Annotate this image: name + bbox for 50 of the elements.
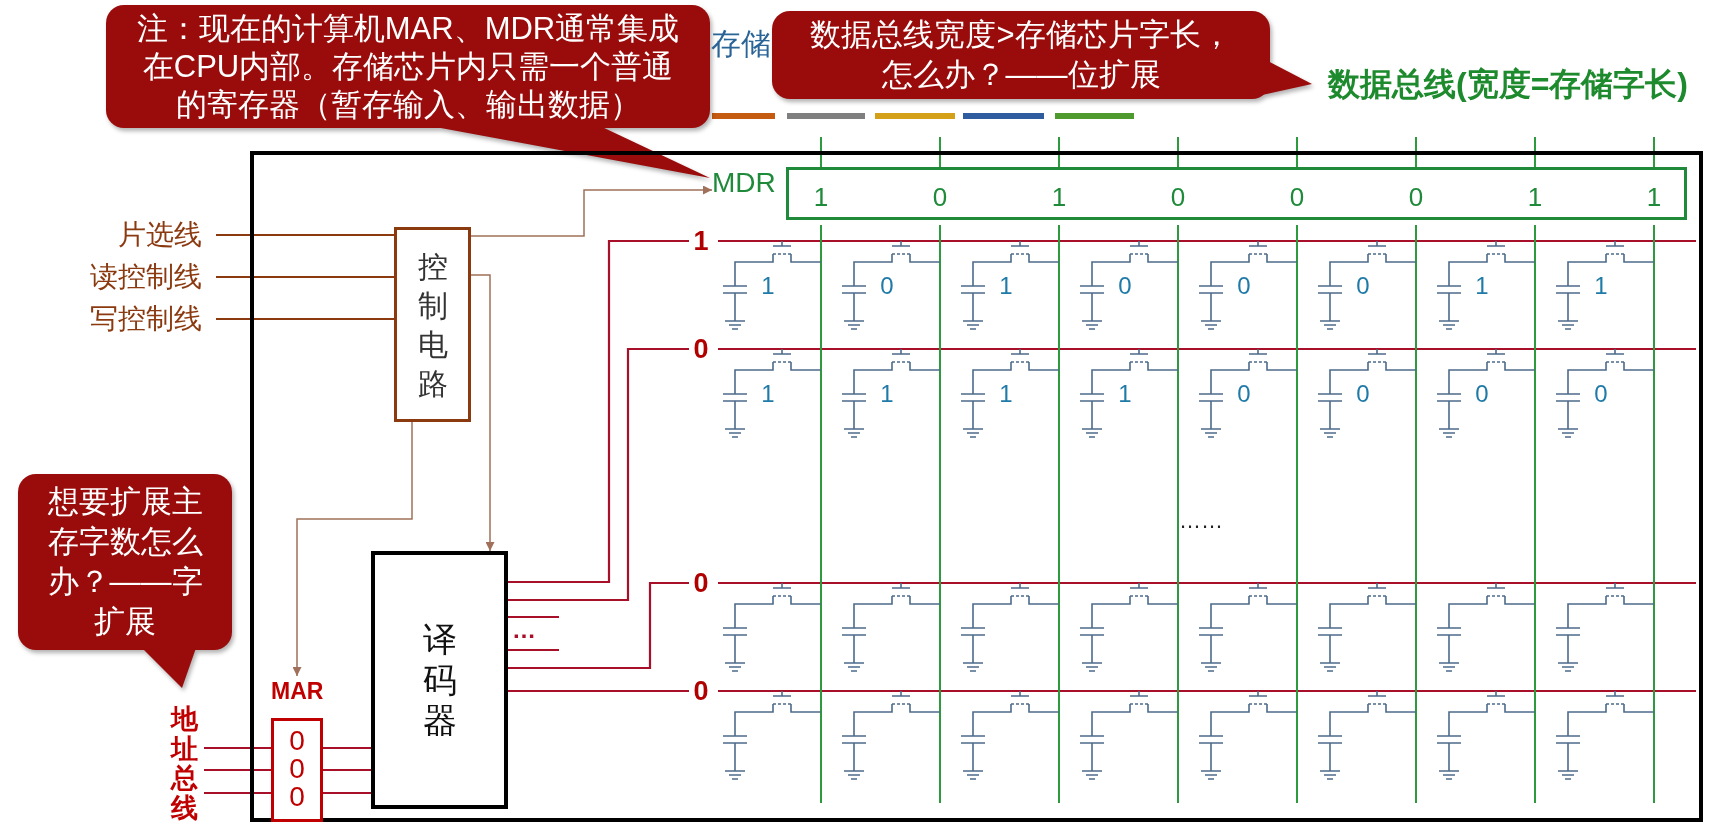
bit-digit: 0 [1408,182,1424,212]
bus-caption: 数据总线(宽度=存储字长) [1328,65,1688,104]
signal-line [1296,136,1298,168]
signal-line [820,136,822,168]
signal-line [1177,136,1179,168]
signal-line [323,791,371,795]
bit-digit: 1 [1646,182,1662,212]
signal-name: 读控制线 [60,259,216,295]
signal-line [508,239,689,584]
signal-line [508,615,559,619]
signal-line [204,791,271,795]
arrow [292,421,413,677]
signal-line [204,746,271,750]
signal-line [216,275,394,279]
signal-name: 片选线 [60,217,216,253]
bit-digit: 0 [932,182,948,212]
ellipsis: … [512,615,536,645]
signal-line [1534,136,1536,168]
arrow [470,185,713,237]
word-line-value: 0 [689,569,713,597]
bus-name: 地址总线 [164,705,204,825]
bit-digit: 1 [813,182,829,212]
bit-digit: 1 [1527,182,1543,212]
bit-digit: 0 [1289,182,1305,212]
signal-line [204,768,271,772]
signal-line [323,746,371,750]
signal-line [216,233,394,237]
signal-line [939,136,941,168]
signal-line [323,768,371,772]
signal-line [1058,136,1060,168]
signal-line [508,689,689,693]
signal-line [216,317,394,321]
signal-line [1415,136,1417,168]
signal-line [508,581,689,670]
bit-digit: 1 [1051,182,1067,212]
register-name: MDR [712,167,776,199]
signal-line [508,347,689,602]
bit-digit: 0 [1170,182,1186,212]
register-name: MAR [271,677,323,706]
signal-line [508,648,559,652]
signal-name: 写控制线 [60,301,216,337]
word-line-value: 0 [689,335,713,363]
title-text: 存储 [711,26,771,62]
register-box [712,167,1687,220]
control-circuit-box: 控制电路 [394,227,471,422]
signal-line [1653,136,1655,168]
word-line-value: 1 [689,227,713,255]
decoder-box: 译码器 [371,551,508,809]
arrow [470,274,495,552]
word-line-value: 0 [689,677,713,705]
